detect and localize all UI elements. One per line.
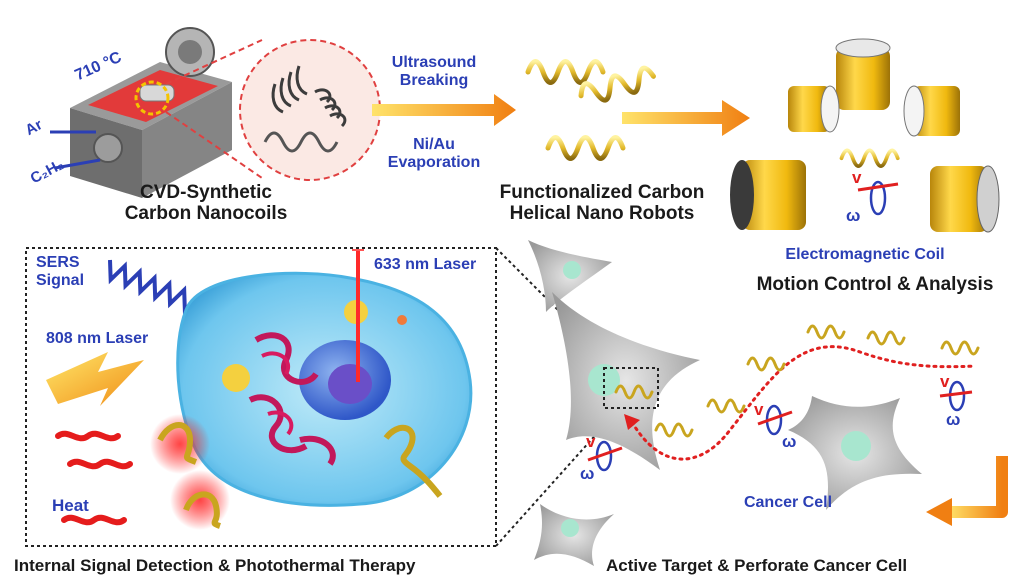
coil-upper-left	[788, 85, 840, 133]
coil-lower-left	[730, 160, 806, 230]
heat-glow-robots	[150, 414, 443, 530]
process-arrow-2	[622, 100, 750, 136]
nanocoil-zoom-circle	[239, 39, 381, 181]
gray-cells	[528, 240, 922, 566]
path-velocity-symbol-3: v	[940, 372, 950, 391]
targeting-title: Active Target & Perforate Cancer Cell	[606, 556, 908, 575]
heat-waves-icon	[55, 430, 133, 526]
coil-upper-right	[903, 85, 960, 137]
therapy-title: Internal Signal Detection & Photothermal…	[14, 556, 416, 575]
cvd-furnace	[50, 27, 232, 198]
cvd-title-line1: CVD-Synthetic	[140, 182, 272, 203]
trajectory-arrowhead	[624, 414, 640, 430]
return-arrow	[926, 456, 1008, 526]
cancer-cell-label: Cancer Cell	[743, 494, 833, 511]
ultrasound-line2: Breaking	[399, 71, 469, 89]
electromagnetic-coil-label: Electromagnetic Coil	[785, 246, 945, 263]
cvd-title-line2: Carbon Nanocoils	[124, 203, 288, 225]
evaporation-line1: Ni/Au	[413, 136, 455, 153]
path-velocity-symbol-2: v	[754, 400, 764, 419]
sers-line1: SERS	[36, 254, 80, 271]
ultrasound-line1: Ultrasound	[391, 54, 477, 71]
coil-omega-symbol: ω	[846, 206, 861, 225]
therapy-panel-frame	[25, 247, 497, 547]
moving-robots	[614, 324, 980, 438]
evaporation-line2: Evaporation	[387, 153, 481, 171]
cell-illustration	[176, 249, 473, 507]
trajectory-path	[630, 345, 978, 461]
path-omega-symbol-2: ω	[782, 432, 797, 451]
motion-control-title: Motion Control & Analysis	[756, 274, 994, 295]
coil-top	[835, 38, 891, 110]
process-arrow-1	[372, 94, 516, 126]
laser-633-label: 633 nm Laser	[374, 256, 477, 273]
evaporation-label: Ni/Au Evaporation	[372, 136, 496, 172]
robots-title-line2: Helical Nano Robots	[509, 203, 695, 225]
robots-title-line1: Functionalized Carbon	[499, 182, 705, 203]
electromagnetic-coils	[730, 38, 1000, 233]
path-omega-symbol-3: ω	[946, 410, 961, 429]
laser-808-label: 808 nm Laser	[46, 330, 149, 347]
ultrasound-breaking-label: Ultrasound Breaking	[372, 54, 496, 90]
coil-velocity-symbol: v	[852, 168, 862, 187]
path-velocity-symbol-1: v	[586, 432, 596, 451]
sers-signal-label: SERS Signal	[36, 254, 84, 290]
path-omega-symbol-1: ω	[580, 464, 595, 483]
helical-nanorobots	[528, 62, 656, 159]
motion-vectors	[587, 380, 973, 472]
sers-line2: Signal	[36, 271, 85, 289]
laser-bolt-icon	[46, 352, 144, 406]
cvd-title: CVD-Synthetic Carbon Nanocoils	[96, 182, 316, 225]
coil-lower-right	[930, 165, 1000, 233]
zoom-box	[603, 367, 659, 409]
robots-title: Functionalized Carbon Helical Nano Robot…	[472, 182, 732, 225]
heat-label: Heat	[52, 496, 89, 515]
